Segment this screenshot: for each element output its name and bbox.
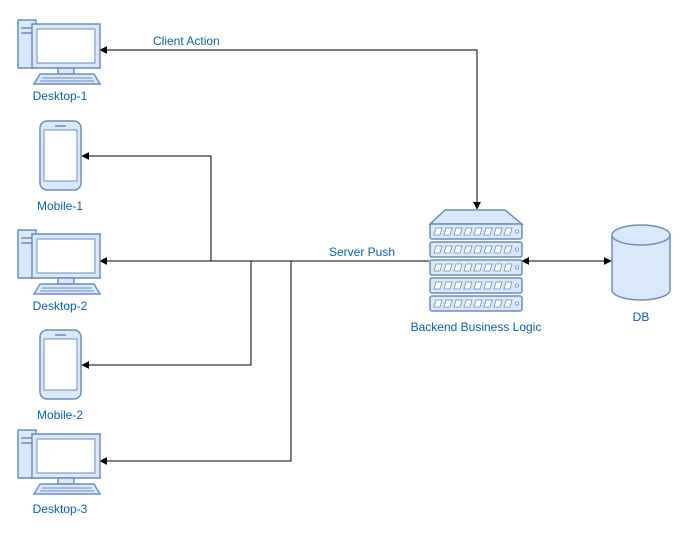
server-push-connector-mobile2[interactable]: [81, 261, 252, 369]
server-push-connector-desktop3[interactable]: [99, 261, 292, 465]
desktop-computer-icon[interactable]: [17, 229, 101, 295]
server-rack-icon[interactable]: [428, 209, 525, 312]
client-action-connector[interactable]: [99, 46, 481, 210]
server-push-label: Server Push: [329, 245, 396, 259]
mobile-phone-icon[interactable]: [39, 120, 82, 191]
server-push-connector-mobile1[interactable]: [81, 152, 212, 261]
backend-label: Backend Business Logic: [410, 320, 542, 334]
desktop-2-label: Desktop-2: [32, 299, 88, 313]
desktop-1-label: Desktop-1: [32, 89, 88, 103]
desktop-computer-icon[interactable]: [17, 429, 101, 495]
client-action-label: Client Action: [153, 34, 220, 48]
database-icon[interactable]: [611, 224, 671, 301]
desktop-3-label: Desktop-3: [32, 502, 88, 516]
db-label: DB: [632, 310, 650, 324]
mobile-phone-icon[interactable]: [39, 329, 82, 400]
desktop-computer-icon[interactable]: [17, 19, 101, 85]
mobile-2-label: Mobile-2: [36, 408, 84, 422]
mobile-1-label: Mobile-1: [36, 199, 84, 213]
connectors: [81, 46, 612, 465]
